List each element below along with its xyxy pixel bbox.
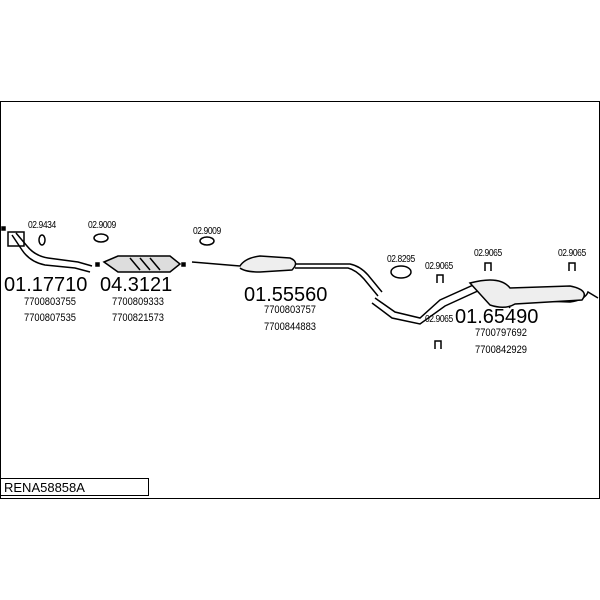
fitting-label: 02.9434 — [28, 220, 56, 231]
part-number: 7700803755 — [24, 296, 77, 308]
part-number: 7700807535 — [24, 312, 77, 324]
part-code: 01.55560 — [244, 284, 328, 306]
fitting-label: 02.9009 — [88, 220, 116, 231]
part-number: 7700842929 — [475, 344, 528, 356]
fitting-label: 02.9065 — [425, 314, 453, 325]
catalytic-converter — [102, 255, 182, 273]
part-code: 01.65490 — [455, 306, 539, 328]
part-number: 7700809333 — [112, 296, 165, 308]
fitting-label: 02.9065 — [425, 261, 453, 272]
reference-label: RENA58858A — [0, 478, 149, 496]
part-code: 01.17710 — [4, 274, 88, 296]
part-number: 7700803757 — [264, 304, 317, 316]
part-code: 04.3121 — [100, 274, 173, 296]
fitting-label: 02.8295 — [387, 254, 415, 265]
fitting-label: 02.9065 — [558, 248, 586, 259]
fitting-label: 02.9009 — [193, 226, 221, 237]
front-pipe — [11, 234, 91, 273]
part-number: 7700797692 — [475, 327, 528, 339]
part-number: 7700844883 — [264, 321, 317, 333]
centre-silencer — [191, 255, 297, 273]
fitting-label: 02.9065 — [474, 248, 502, 259]
part-number: 7700821573 — [112, 312, 165, 324]
